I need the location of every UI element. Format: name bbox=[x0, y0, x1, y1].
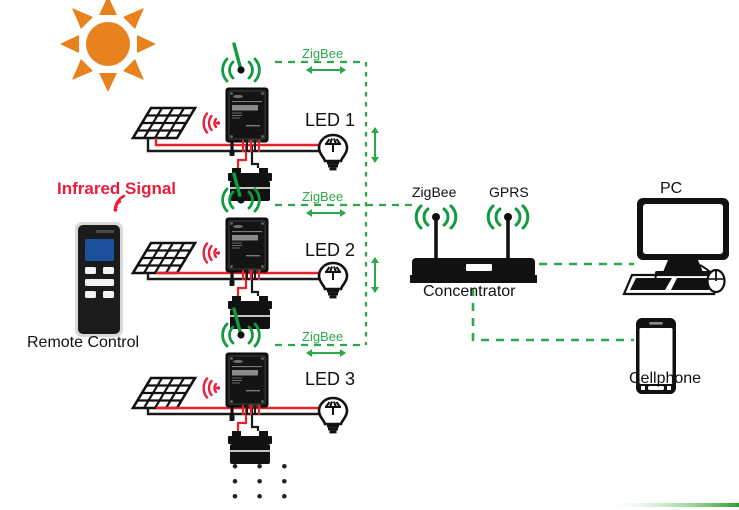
bottom-accent-strip bbox=[600, 503, 739, 507]
led-bulb-icon bbox=[317, 261, 349, 300]
antenna-signal-icon bbox=[220, 42, 262, 83]
unit3-ir-sensor bbox=[229, 407, 235, 421]
zigbee-arrow-vertical-1 bbox=[371, 127, 379, 163]
pc-label: PC bbox=[660, 180, 683, 197]
ellipsis-row-3: • • • bbox=[232, 487, 295, 506]
unit3-output-cables bbox=[242, 405, 260, 415]
desktop-computer-icon bbox=[637, 198, 729, 275]
zigbee-arrow-vertical-2 bbox=[371, 257, 379, 293]
sun-icon bbox=[60, 0, 156, 92]
unit3-wiring bbox=[146, 406, 330, 431]
led1-label: LED 1 bbox=[305, 110, 356, 130]
led-bulb-icon bbox=[317, 396, 349, 435]
ellipsis-row-1: • • • bbox=[232, 457, 295, 476]
zigbee-label-unit2: ZigBee bbox=[302, 189, 344, 204]
ellipsis-row-2: • • • bbox=[232, 472, 295, 491]
pc-cable bbox=[654, 271, 661, 287]
led2-label: LED 2 bbox=[305, 240, 356, 260]
remote-control-icon[interactable] bbox=[75, 222, 123, 337]
zigbee-arrow-unit3 bbox=[306, 349, 346, 357]
led-bulb-icon bbox=[317, 133, 349, 172]
unit1-output-cables bbox=[242, 140, 260, 152]
unit2-wiring bbox=[146, 271, 330, 296]
infrared-signal-label: Infrared Signal bbox=[57, 179, 177, 198]
keyboard-icon bbox=[622, 273, 724, 296]
cellphone-icon bbox=[636, 318, 676, 394]
solar-panel-icon bbox=[131, 241, 197, 275]
concentrator-router-icon[interactable] bbox=[410, 204, 537, 283]
zigbee-antenna-label: ZigBee bbox=[412, 184, 457, 200]
zigbee-label-unit1: ZigBee bbox=[302, 46, 344, 61]
link-concentrator-cellphone bbox=[471, 288, 634, 342]
unit1-wiring bbox=[146, 138, 330, 168]
zigbee-arrow-unit1 bbox=[306, 66, 346, 74]
gprs-antenna-label: GPRS bbox=[489, 184, 529, 200]
mouse-icon bbox=[699, 264, 726, 294]
infrared-wave-icon bbox=[202, 242, 222, 264]
solar-unit-3 bbox=[131, 307, 349, 465]
remote-control-label: Remote Control bbox=[27, 334, 140, 351]
cellphone-label: Cellphone bbox=[629, 370, 702, 387]
unit1-ir-sensor bbox=[229, 142, 235, 156]
gprs-links bbox=[471, 262, 634, 342]
led3-label: LED 3 bbox=[305, 369, 356, 389]
solar-charge-controller-icon bbox=[225, 352, 269, 408]
solar-unit-2 bbox=[131, 172, 349, 330]
infrared-wave-icon bbox=[202, 377, 222, 399]
solar-charge-controller-icon bbox=[225, 217, 269, 273]
solar-panel-icon bbox=[131, 376, 197, 410]
unit2-output-cables bbox=[242, 270, 260, 280]
zigbee-network-bus bbox=[275, 60, 412, 347]
solar-charge-controller-icon bbox=[225, 87, 269, 143]
unit2-ir-sensor bbox=[229, 272, 235, 286]
zigbee-label-unit3: ZigBee bbox=[302, 329, 344, 344]
solar-panel-icon bbox=[131, 106, 197, 140]
concentrator-label: Concentrator bbox=[423, 283, 516, 300]
zigbee-arrow-unit2 bbox=[306, 209, 346, 217]
solar-unit-1 bbox=[131, 42, 349, 202]
infrared-wave-icon bbox=[202, 112, 222, 134]
